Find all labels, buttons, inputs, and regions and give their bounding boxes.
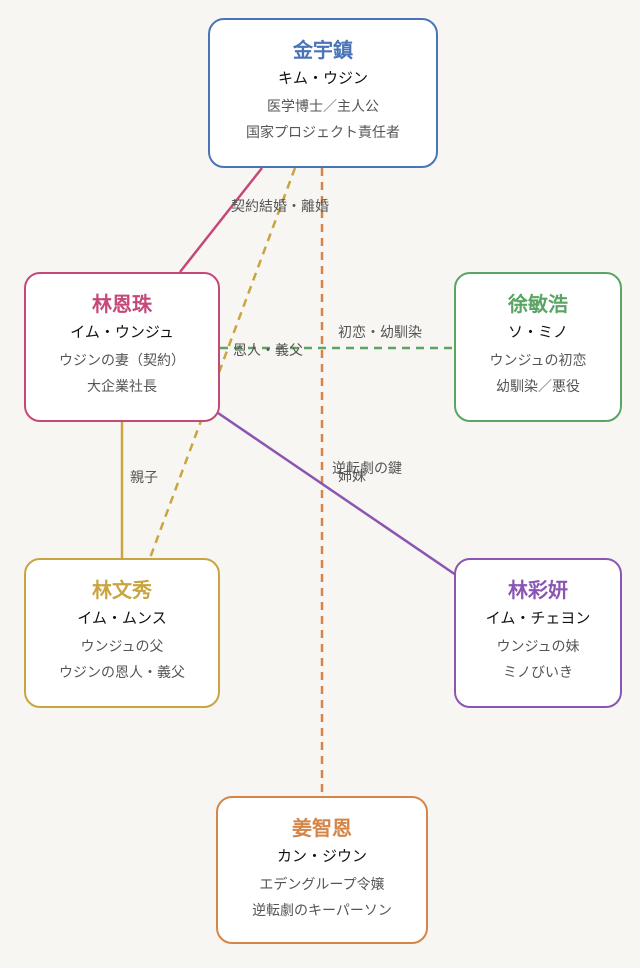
node-lim-munsu: 林文秀 イム・ムンス ウンジュの父 ウジンの恩人・義父 bbox=[24, 558, 220, 708]
edge-contract-marriage bbox=[179, 167, 263, 273]
node-name: 林彩妍 bbox=[508, 578, 568, 602]
node-desc: ウンジュの初恋 bbox=[489, 353, 587, 369]
node-desc: ウジンの妻（契約） bbox=[59, 353, 185, 369]
node-name: 金宇鎮 bbox=[293, 38, 353, 62]
node-name: 林恩珠 bbox=[92, 292, 152, 316]
node-desc: 国家プロジェクト責任者 bbox=[246, 125, 400, 141]
node-desc: ウンジュの妹 bbox=[496, 639, 580, 655]
edge-sisters bbox=[217, 411, 457, 577]
edge-label-sisters: 姉妹 bbox=[338, 469, 366, 485]
node-desc: 逆転劇のキーパーソン bbox=[252, 903, 392, 919]
node-reading: カン・ジウン bbox=[276, 847, 367, 865]
node-desc: ミノびいき bbox=[503, 665, 573, 681]
edge-label-benefactor: 恩人・義父 bbox=[233, 343, 303, 359]
node-name: 姜智恩 bbox=[292, 816, 352, 840]
edge-label-contract: 契約結婚・離婚 bbox=[231, 199, 329, 215]
node-desc: 大企業社長 bbox=[87, 379, 157, 395]
node-name: 林文秀 bbox=[92, 578, 152, 602]
node-reading: キム・ウジン bbox=[277, 69, 368, 87]
node-reading: イム・チェヨン bbox=[485, 609, 591, 627]
edge-label-parent: 親子 bbox=[130, 470, 158, 486]
node-desc: ウジンの恩人・義父 bbox=[59, 665, 185, 681]
edge-label-key: 逆転劇の鍵 bbox=[332, 461, 402, 477]
node-kang-jiun: 姜智恩 カン・ジウン エデングループ令嬢 逆転劇のキーパーソン bbox=[216, 796, 428, 944]
node-lim-eunju: 林恩珠 イム・ウンジュ ウジンの妻（契約） 大企業社長 bbox=[24, 272, 220, 422]
node-reading: イム・ムンス bbox=[77, 609, 167, 627]
node-desc: ウンジュの父 bbox=[80, 639, 164, 655]
node-seo-minho: 徐敏浩 ソ・ミノ ウンジュの初恋 幼馴染／悪役 bbox=[454, 272, 622, 422]
node-kim-woojin: 金宇鎮 キム・ウジン 医学博士／主人公 国家プロジェクト責任者 bbox=[208, 18, 438, 168]
node-desc: 医学博士／主人公 bbox=[267, 99, 379, 115]
node-reading: ソ・ミノ bbox=[507, 323, 568, 341]
node-desc: エデングループ令嬢 bbox=[259, 877, 385, 893]
node-lim-chaeyeon: 林彩妍 イム・チェヨン ウンジュの妹 ミノびいき bbox=[454, 558, 622, 708]
node-name: 徐敏浩 bbox=[508, 292, 568, 316]
node-reading: イム・ウンジュ bbox=[70, 323, 174, 341]
node-desc: 幼馴染／悪役 bbox=[496, 379, 580, 395]
edge-label-firstlove: 初恋・幼馴染 bbox=[338, 325, 422, 341]
